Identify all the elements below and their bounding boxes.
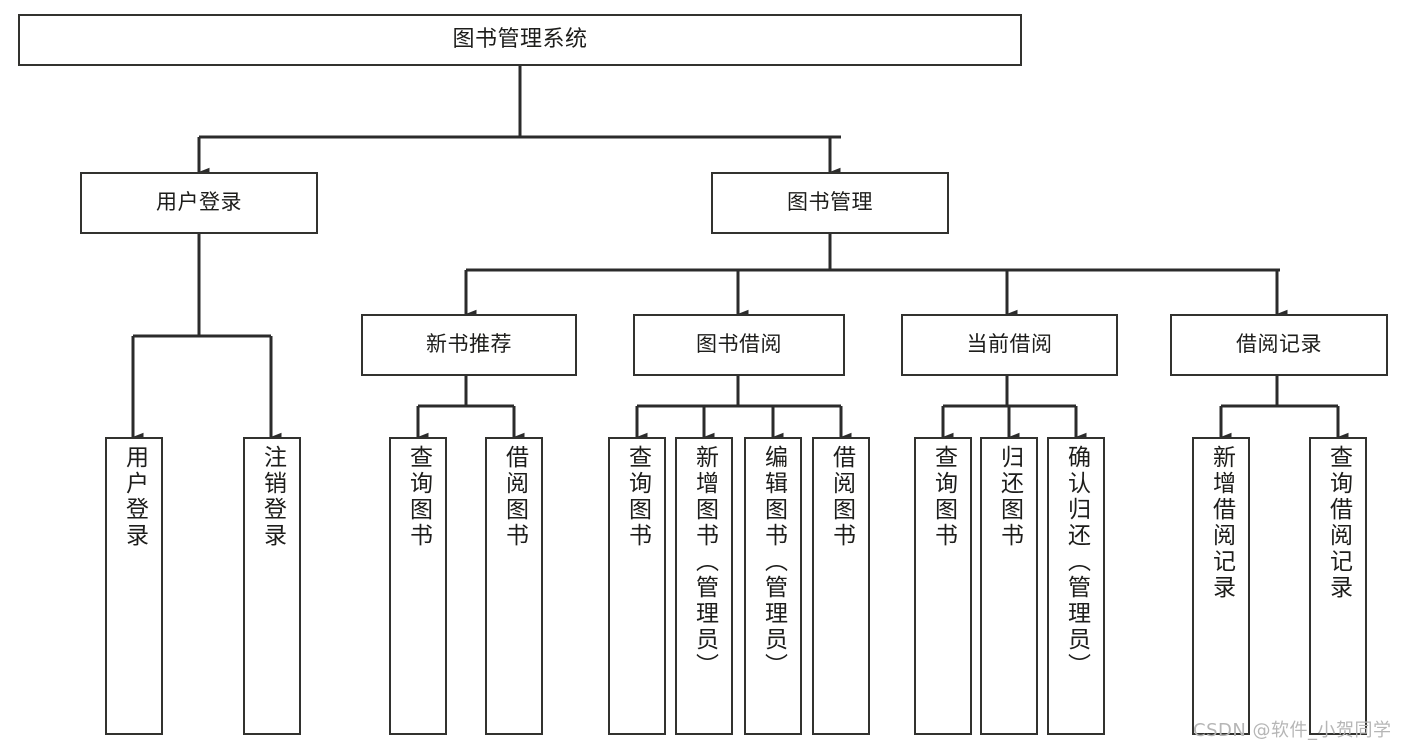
leaf-newbook-borrow-book-label: 借阅图书 — [501, 445, 528, 549]
node-borrow-records[interactable]: 借阅记录 — [1170, 314, 1388, 376]
leaf-current-confirm-return-label: 确认归还（管理员） — [1063, 445, 1090, 679]
leaf-current-confirm-return[interactable]: 确认归还（管理员） — [1047, 437, 1105, 735]
csdn-watermark: CSDN @软件_小贺同学 — [1193, 720, 1392, 741]
leaf-borrow-edit-book[interactable]: 编辑图书（管理员） — [744, 437, 802, 735]
node-book-borrow[interactable]: 图书借阅 — [633, 314, 845, 376]
node-book-management-label: 图书管理 — [787, 190, 873, 215]
leaf-records-query-record-label: 查询借阅记录 — [1325, 445, 1352, 601]
leaf-records-add-record[interactable]: 新增借阅记录 — [1192, 437, 1250, 735]
leaf-borrow-borrow-book-label: 借阅图书 — [828, 445, 855, 549]
leaf-borrow-add-book[interactable]: 新增图书（管理员） — [675, 437, 733, 735]
leaf-borrow-add-book-label: 新增图书（管理员） — [691, 445, 718, 679]
leaf-user-logout[interactable]: 注销登录 — [243, 437, 301, 735]
node-current-borrow[interactable]: 当前借阅 — [901, 314, 1118, 376]
node-borrow-records-label: 借阅记录 — [1236, 332, 1322, 357]
node-new-book-recommend[interactable]: 新书推荐 — [361, 314, 577, 376]
leaf-borrow-query-book-label: 查询图书 — [624, 445, 651, 549]
leaf-records-add-record-label: 新增借阅记录 — [1208, 445, 1235, 601]
node-user-login-label: 用户登录 — [156, 190, 242, 215]
leaf-current-query-book-label: 查询图书 — [930, 445, 957, 549]
node-new-book-recommend-label: 新书推荐 — [426, 332, 512, 357]
leaf-current-query-book[interactable]: 查询图书 — [914, 437, 972, 735]
leaf-borrow-query-book[interactable]: 查询图书 — [608, 437, 666, 735]
leaf-borrow-borrow-book[interactable]: 借阅图书 — [812, 437, 870, 735]
leaf-newbook-query-book[interactable]: 查询图书 — [389, 437, 447, 735]
node-user-login[interactable]: 用户登录 — [80, 172, 318, 234]
node-book-management[interactable]: 图书管理 — [711, 172, 949, 234]
leaf-borrow-edit-book-label: 编辑图书（管理员） — [760, 445, 787, 679]
leaf-records-query-record[interactable]: 查询借阅记录 — [1309, 437, 1367, 735]
leaf-current-return-book[interactable]: 归还图书 — [980, 437, 1038, 735]
leaf-user-login[interactable]: 用户登录 — [105, 437, 163, 735]
node-root-label: 图书管理系统 — [452, 26, 588, 52]
leaf-user-logout-label: 注销登录 — [259, 445, 286, 549]
leaf-newbook-query-book-label: 查询图书 — [405, 445, 432, 549]
node-current-borrow-label: 当前借阅 — [966, 332, 1053, 357]
leaf-user-login-label: 用户登录 — [121, 445, 148, 549]
node-book-borrow-label: 图书借阅 — [696, 332, 782, 357]
leaf-current-return-book-label: 归还图书 — [996, 445, 1023, 549]
leaf-newbook-borrow-book[interactable]: 借阅图书 — [485, 437, 543, 735]
node-root[interactable]: 图书管理系统 — [18, 14, 1022, 66]
